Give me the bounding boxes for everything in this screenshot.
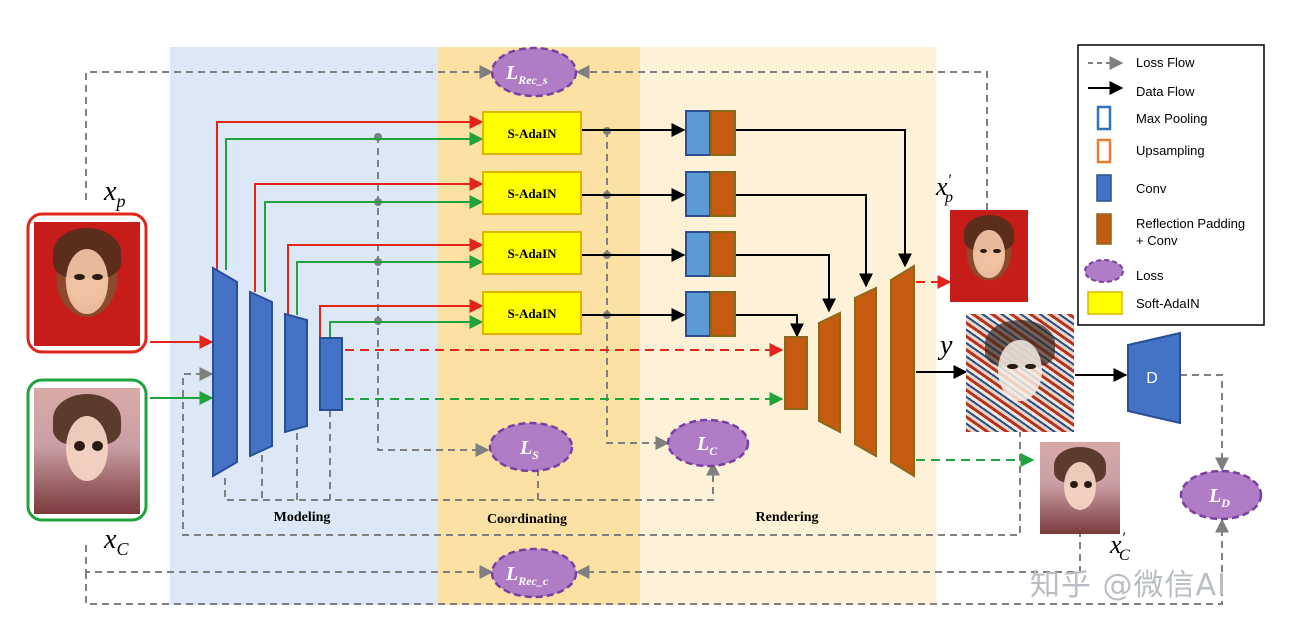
legend xyxy=(1077,44,1265,326)
loss-c-label: LC xyxy=(696,433,718,458)
loss-ellipse-icon xyxy=(1084,259,1124,283)
label-xp: xp xyxy=(103,176,125,211)
reflection-padding-conv-icon xyxy=(1096,213,1112,245)
reconstructed-portrait-photo xyxy=(950,210,1028,302)
decoder-block-2 xyxy=(818,311,841,434)
encoder-block-2 xyxy=(249,290,273,458)
decoder-block-4 xyxy=(890,264,915,478)
svg-text:+ Conv: + Conv xyxy=(1136,233,1178,248)
loss-rec-s xyxy=(490,46,578,98)
input-portrait-photo xyxy=(34,222,140,346)
decoder-block-1 xyxy=(784,336,808,410)
svg-text:Loss: Loss xyxy=(1136,268,1164,283)
loss-d-label: LD xyxy=(1208,485,1230,510)
loss-rec-s-label: LRec_s xyxy=(505,62,548,87)
svg-text:Max Pooling: Max Pooling xyxy=(1136,111,1208,126)
red-flow-lines xyxy=(150,115,952,357)
svg-text:Soft-AdaIN: Soft-AdaIN xyxy=(1136,296,1200,311)
green-flow-lines xyxy=(150,132,1035,467)
input-xc-frame xyxy=(26,378,148,522)
stage-label-rendering: Rendering xyxy=(756,510,819,525)
sadain-label-4: S-AdaIN xyxy=(507,306,557,321)
loss-c xyxy=(666,418,750,468)
decoder-block-3 xyxy=(854,286,877,458)
label-xc-prime: x′C xyxy=(1109,530,1130,564)
legend-labels: Loss Flow Data Flow Max Pooling Upsampli… xyxy=(1136,55,1245,311)
svg-text:Upsampling: Upsampling xyxy=(1136,143,1205,158)
svg-text:Reflection Padding: Reflection Padding xyxy=(1136,216,1245,231)
sadain-label-3: S-AdaIN xyxy=(507,246,557,261)
decoder xyxy=(784,264,915,478)
svg-text:Loss Flow: Loss Flow xyxy=(1136,55,1195,70)
reconstructed-anime-photo xyxy=(1040,442,1120,534)
input-xp-frame xyxy=(26,212,148,354)
stylized-output-photo xyxy=(966,314,1074,432)
upsampling-icon xyxy=(1096,138,1112,164)
loss-d xyxy=(1179,469,1263,521)
soft-adain-icon xyxy=(1087,291,1123,315)
encoder-block-3 xyxy=(284,312,308,434)
conv-icon xyxy=(1096,174,1112,202)
stage-label-modeling: Modeling xyxy=(274,510,331,525)
input-anime-photo xyxy=(34,388,140,514)
max-pooling-icon xyxy=(1096,105,1112,131)
label-y: y xyxy=(937,330,953,361)
label-xc: xC xyxy=(103,524,129,559)
loss-s xyxy=(488,421,574,473)
sadain-blocks xyxy=(482,111,582,335)
svg-text:Conv: Conv xyxy=(1136,181,1167,196)
data-flow-lines xyxy=(582,123,1128,382)
svg-text:Data Flow: Data Flow xyxy=(1136,84,1195,99)
loss-ellipses xyxy=(488,46,1263,599)
loss-rec-c xyxy=(490,547,578,599)
maxpool-conv-pairs xyxy=(685,110,736,337)
label-xp-prime: x′p xyxy=(935,172,953,206)
discriminator-label: D xyxy=(1146,370,1158,387)
sadain-label-1: S-AdaIN xyxy=(507,126,557,141)
loss-rec-c-label: LRec_c xyxy=(505,563,549,588)
loss-flow-lines xyxy=(85,65,1229,605)
encoder-block-1 xyxy=(212,266,238,478)
encoder-block-4 xyxy=(319,337,343,411)
stage-label-coordinating: Coordinating xyxy=(487,512,567,527)
loss-s-label: LS xyxy=(519,437,539,462)
sadain-label-2: S-AdaIN xyxy=(507,186,557,201)
encoder xyxy=(212,266,343,478)
watermark: 知乎 @微信AI xyxy=(1030,568,1227,603)
discriminator-block xyxy=(1127,331,1181,425)
